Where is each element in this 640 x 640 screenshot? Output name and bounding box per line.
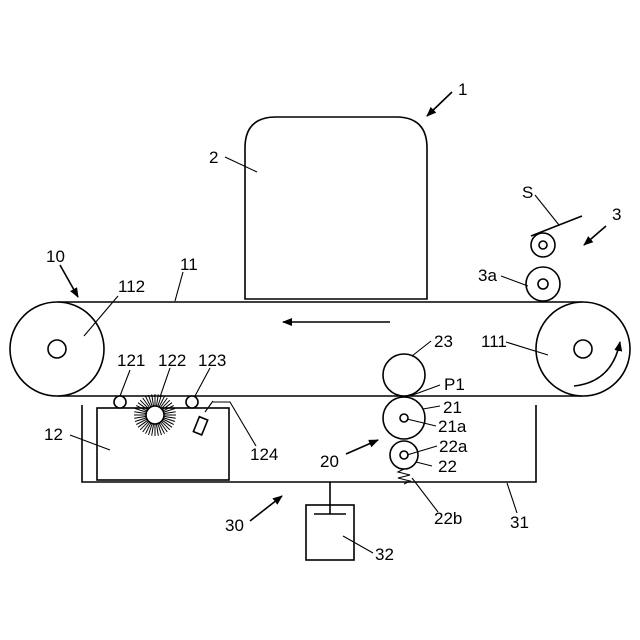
backup-roller-22 bbox=[390, 441, 418, 469]
label-upper-roller: 23 bbox=[434, 332, 453, 351]
leader-10 bbox=[60, 265, 78, 297]
leader-123 bbox=[195, 368, 210, 396]
label-transfer-unit: 20 bbox=[320, 452, 339, 471]
label-spring: 22b bbox=[434, 509, 462, 528]
label-blade: 124 bbox=[250, 445, 278, 464]
cleaning-brush-core bbox=[146, 406, 164, 424]
printer-head bbox=[245, 117, 427, 299]
leader-23 bbox=[412, 341, 431, 356]
label-transfer-roller-shaft: 21a bbox=[438, 417, 467, 436]
label-backup-roller-shaft: 22a bbox=[439, 437, 468, 456]
label-roller-121: 121 bbox=[117, 351, 145, 370]
label-roller-123: 123 bbox=[198, 351, 226, 370]
leader-1 bbox=[427, 92, 452, 116]
label-brush: 122 bbox=[158, 351, 186, 370]
feeder-upper-roller bbox=[531, 233, 555, 257]
leader-S bbox=[535, 195, 559, 225]
leader-122 bbox=[160, 368, 170, 397]
label-feeder: 3 bbox=[612, 205, 621, 224]
leader-20 bbox=[346, 440, 378, 454]
label-idle-roller: 112 bbox=[118, 277, 145, 296]
label-printer-head: 2 bbox=[209, 148, 218, 167]
cleaning-roller-121 bbox=[114, 396, 126, 408]
label-sheet: S bbox=[522, 183, 533, 202]
leader-3 bbox=[584, 226, 606, 245]
cleaning-roller-123 bbox=[186, 396, 198, 408]
label-transfer-roller: 21 bbox=[443, 398, 462, 417]
idle-roller bbox=[10, 302, 104, 396]
label-drive-roller: 111 bbox=[481, 332, 507, 351]
label-tray-unit: 30 bbox=[225, 516, 244, 535]
leader-22 bbox=[416, 462, 432, 466]
leader-22b bbox=[412, 478, 438, 512]
leader-3a bbox=[501, 276, 528, 286]
label-tray: 31 bbox=[510, 513, 529, 532]
drive-roller bbox=[536, 302, 630, 396]
label-feed-roller: 3a bbox=[478, 266, 497, 285]
leader-31 bbox=[507, 483, 517, 513]
label-device: 1 bbox=[458, 80, 467, 99]
label-backup-roller: 22 bbox=[438, 457, 457, 476]
leader-121 bbox=[120, 370, 130, 396]
upper-roller-23 bbox=[383, 354, 425, 396]
leader-21 bbox=[423, 406, 440, 409]
label-nip: P1 bbox=[444, 375, 465, 394]
label-belt: 11 bbox=[180, 255, 198, 274]
label-conveyor: 10 bbox=[46, 247, 65, 266]
leader-30 bbox=[250, 496, 282, 521]
feed-roller bbox=[526, 267, 560, 301]
leader-11 bbox=[175, 272, 183, 301]
label-cleaning-unit: 12 bbox=[44, 425, 63, 444]
label-container: 32 bbox=[375, 545, 394, 564]
transfer-roller-21 bbox=[383, 397, 425, 439]
sheet-s bbox=[531, 216, 582, 236]
